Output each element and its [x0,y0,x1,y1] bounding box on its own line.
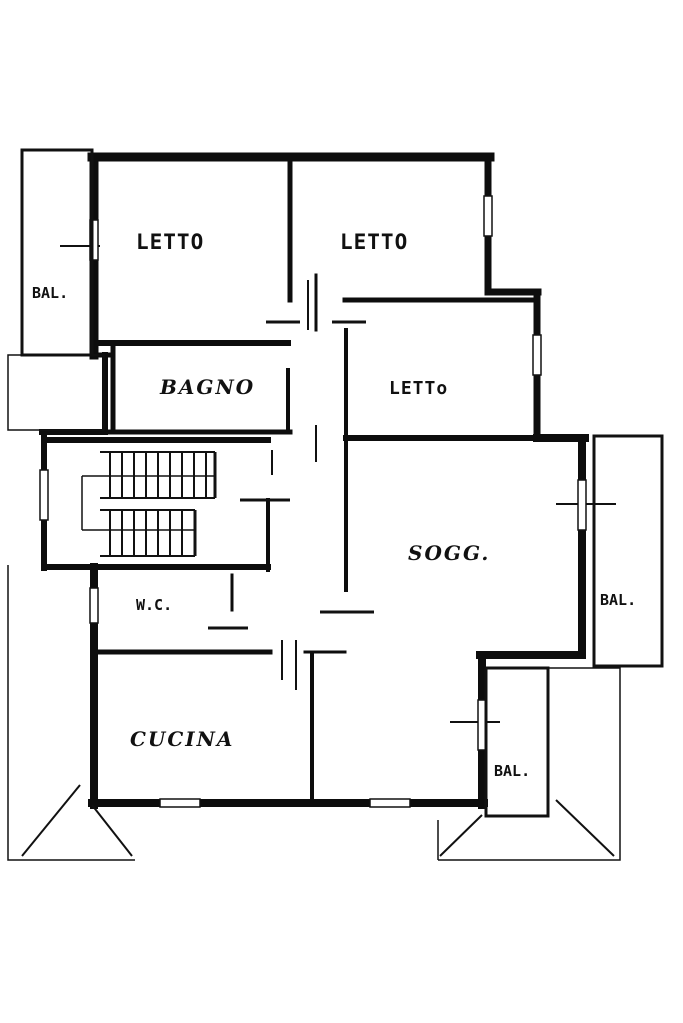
interior-walls [47,157,543,805]
room-label-cucina: CUCINA [130,727,234,751]
balcony-left [7,148,105,431]
room-label-letto-3: LETTo [389,378,448,399]
room-label-letto-1: LETTO [136,230,204,254]
room-label-soggiorno: SOGG. [408,541,490,565]
room-label-bal-right: BAL. [600,591,636,609]
door-marks [60,245,616,723]
room-label-bagno: BAGNO [159,375,255,399]
staircase [81,451,217,557]
windows [39,195,587,808]
room-label-wc: W.C. [136,596,172,614]
terrace-outlines [7,565,621,861]
room-label-bal-left: BAL. [32,284,68,302]
room-label-bal-bottom: BAL. [494,762,530,780]
room-label-letto-2: LETTO [340,230,408,254]
balcony-right [592,434,664,668]
balcony-bottom [484,666,550,818]
